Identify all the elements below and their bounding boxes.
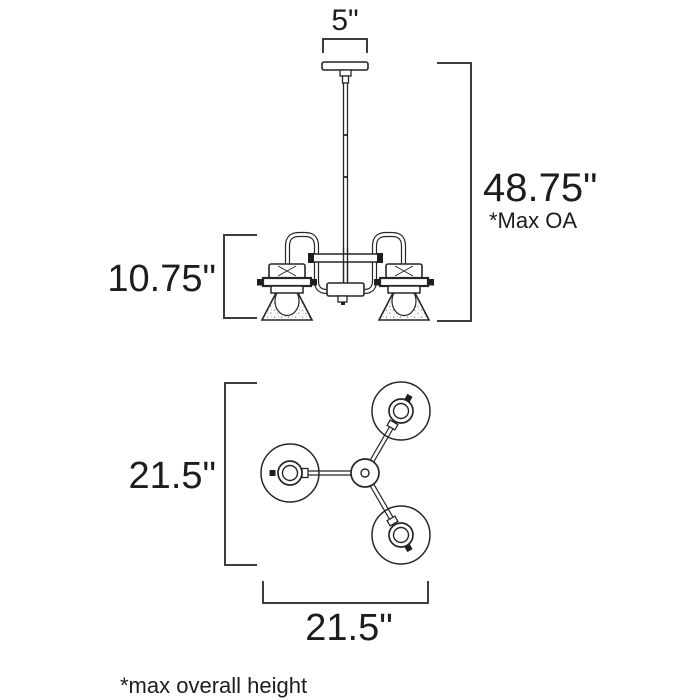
socket-tab-bottom-right bbox=[404, 543, 413, 553]
light-bottom-right bbox=[371, 505, 431, 565]
socket-right bbox=[374, 263, 434, 294]
side-view bbox=[223, 38, 472, 322]
top-view bbox=[224, 381, 431, 604]
arm-collar-bottom-right bbox=[386, 515, 399, 527]
dim-label-canopy-width: 5" bbox=[331, 4, 358, 37]
hub bbox=[350, 458, 380, 488]
arm-collar-left bbox=[301, 467, 309, 479]
socket-tab-left bbox=[269, 470, 276, 476]
dim-note-max-oa: *Max OA bbox=[489, 208, 577, 233]
dim-label-fixture-height: 10.75" bbox=[107, 258, 216, 300]
dim-bracket-fixture-height bbox=[223, 234, 257, 319]
dim-label-depth: 21.5" bbox=[129, 455, 216, 497]
arm-left bbox=[284, 231, 334, 295]
dim-label-width: 21.5" bbox=[305, 607, 392, 649]
crossbar bbox=[308, 253, 383, 263]
dim-bracket-width bbox=[262, 581, 429, 604]
dim-label-overall-height: 48.75" bbox=[483, 166, 597, 210]
socket-tab-top-right bbox=[404, 393, 413, 403]
dim-bracket-canopy-width bbox=[322, 38, 368, 53]
light-left bbox=[260, 443, 320, 503]
canopy bbox=[321, 61, 369, 71]
light-top-right bbox=[371, 381, 431, 441]
footnote-max-overall-height: *max overall height bbox=[120, 673, 307, 698]
dim-bracket-overall-height bbox=[437, 62, 472, 322]
center-body bbox=[326, 282, 365, 305]
arm-collar-top-right bbox=[386, 419, 399, 431]
dim-bracket-depth bbox=[224, 382, 257, 566]
canopy-collar-lower bbox=[341, 75, 350, 84]
arm-right bbox=[357, 231, 407, 295]
canopy-collar bbox=[339, 69, 352, 77]
socket-left bbox=[257, 263, 317, 294]
